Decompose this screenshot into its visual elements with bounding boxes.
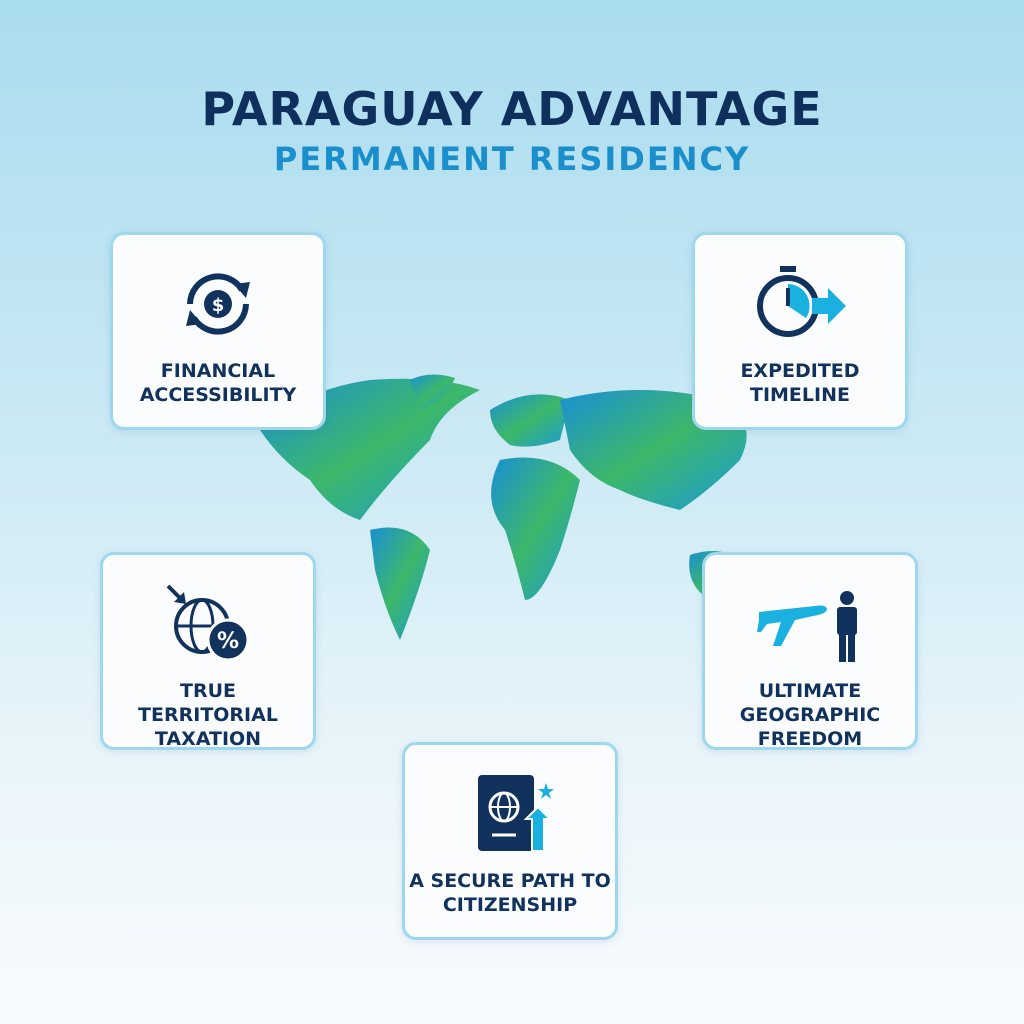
card-label: ULTIMATE GEOGRAPHIC FREEDOM (739, 680, 881, 750)
card-label: A SECURE PATH TO CITIZENSHIP (409, 870, 611, 916)
card-geographic-freedom: ULTIMATE GEOGRAPHIC FREEDOM (702, 552, 918, 750)
card-label: EXPEDITED TIMELINE (740, 360, 860, 406)
passport-arrow-icon (405, 769, 615, 859)
card-territorial-taxation: % TRUE TERRITORIAL TAXATION (100, 552, 316, 750)
dollar-cycle-icon: $ (113, 259, 323, 349)
card-financial-accessibility: $ FINANCIAL ACCESSIBILITY (110, 232, 326, 430)
card-expedited-timeline: EXPEDITED TIMELINE (692, 232, 908, 430)
page-subtitle: PERMANENT RESIDENCY (273, 140, 751, 178)
card-label: FINANCIAL ACCESSIBILITY (139, 360, 297, 406)
card-citizenship-path: A SECURE PATH TO CITIZENSHIP (402, 742, 618, 940)
globe-percent-icon: % (103, 579, 313, 669)
svg-text:%: % (217, 629, 239, 654)
page-title: PARAGUAY ADVANTAGE (201, 82, 823, 136)
plane-person-icon (705, 579, 915, 669)
stopwatch-arrow-icon (695, 259, 905, 349)
svg-text:$: $ (212, 295, 225, 316)
card-label: TRUE TERRITORIAL TAXATION (138, 680, 278, 750)
